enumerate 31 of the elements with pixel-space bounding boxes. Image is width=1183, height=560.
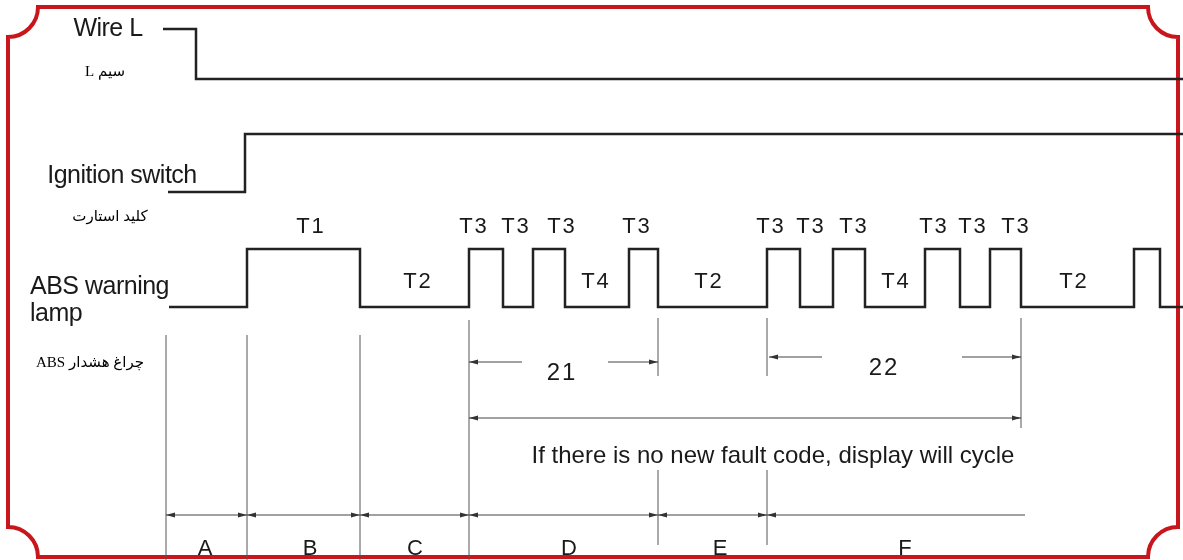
translation-label: سیم L: [85, 63, 125, 79]
dimension-value: 22: [868, 355, 900, 379]
timing-label: T3: [958, 215, 988, 237]
timing-label: T3: [1001, 215, 1031, 237]
translation-label: چراغ هشدار ABS: [36, 354, 144, 370]
dimension-value: 21: [546, 360, 578, 384]
translation-label: کلید استارت: [72, 208, 148, 224]
timing-label: T3: [501, 215, 531, 237]
timing-label: T3: [919, 215, 949, 237]
signal-label: ABS warning lamp: [30, 272, 171, 326]
timing-label: T3: [796, 215, 826, 237]
interval-letter: E: [712, 537, 730, 559]
interval-letter: A: [197, 537, 215, 559]
timing-label: T4: [881, 270, 911, 292]
signal-label: Ignition switch: [47, 161, 197, 187]
timing-label: T3: [756, 215, 786, 237]
interval-letter: C: [407, 537, 425, 559]
note-text: If there is no new fault code, display will cycle: [531, 443, 1015, 467]
interval-letter: D: [561, 537, 579, 559]
timing-label: T2: [1059, 270, 1089, 292]
timing-label: T2: [403, 270, 433, 292]
timing-label: T1: [296, 215, 326, 237]
timing-label: T4: [581, 270, 611, 292]
timing-label: T3: [839, 215, 869, 237]
interval-letter: F: [898, 537, 914, 559]
timing-label: T3: [459, 215, 489, 237]
timing-label: T3: [622, 215, 652, 237]
timing-label: T2: [694, 270, 724, 292]
signal-label: Wire L: [73, 14, 143, 40]
interval-letter: B: [302, 537, 320, 559]
timing-label: T3: [547, 215, 577, 237]
